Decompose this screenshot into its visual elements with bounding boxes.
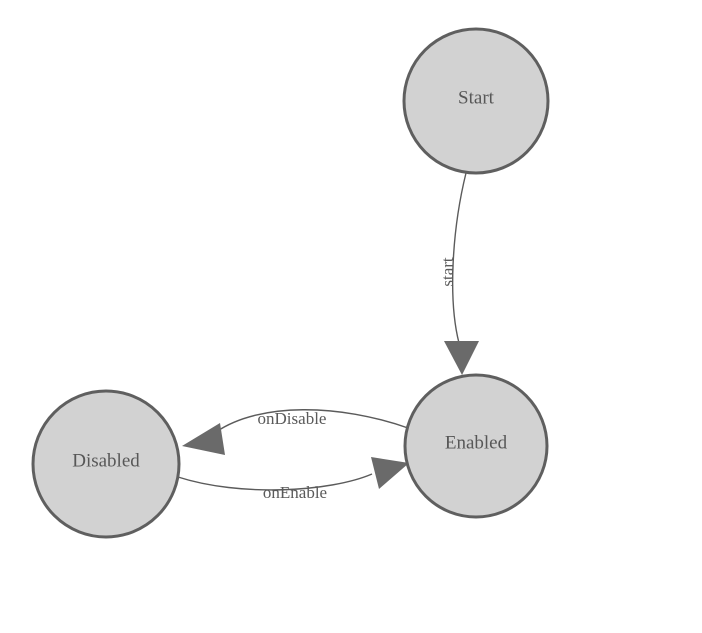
edge-start-to-enabled-arrowhead — [444, 341, 479, 375]
node-disabled[interactable]: Disabled — [31, 389, 181, 539]
edge-disabled-to-enabled[interactable]: onEnable — [177, 457, 409, 502]
node-disabled-circle — [31, 389, 181, 539]
node-start[interactable]: Start — [402, 27, 550, 175]
edge-disabled-to-enabled-arrowhead — [371, 457, 409, 489]
edge-start-to-enabled-line — [452, 172, 467, 344]
edge-enabled-to-disabled-line — [215, 409, 409, 433]
edge-label-onDisable: onDisable — [258, 409, 327, 428]
node-disabled-label: Disabled — [72, 450, 140, 471]
node-start-label: Start — [458, 87, 495, 108]
edge-start-to-enabled[interactable]: start — [438, 172, 479, 375]
node-enabled-label: Enabled — [445, 432, 508, 453]
node-enabled[interactable]: Enabled — [403, 373, 549, 519]
edge-label-start: start — [438, 257, 457, 287]
edge-enabled-to-disabled-arrowhead — [182, 423, 225, 455]
edge-label-onEnable: onEnable — [263, 483, 327, 502]
edge-enabled-to-disabled[interactable]: onDisable — [182, 409, 409, 455]
edge-disabled-to-enabled-line — [177, 473, 373, 491]
node-enabled-circle — [403, 373, 549, 519]
node-start-circle — [402, 27, 550, 175]
